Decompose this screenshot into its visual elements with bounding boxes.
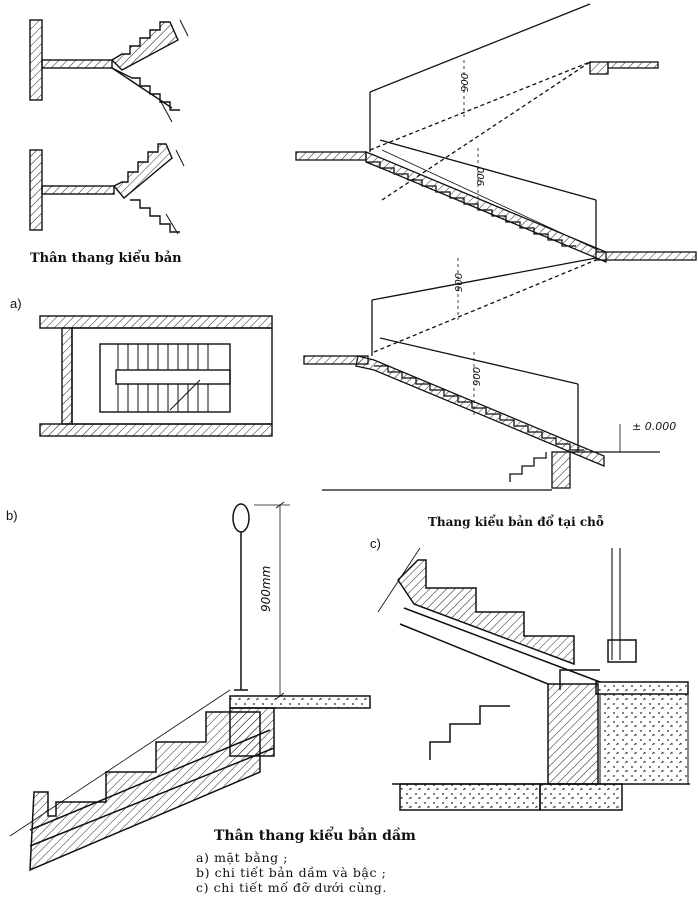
legend-item-a: a) mặt bằng ; xyxy=(196,850,289,865)
label-b: b) xyxy=(6,508,18,523)
legend-item-b: b) chi tiết bản dầm và bậc ; xyxy=(196,865,387,880)
cast-in-place-stair-elevation xyxy=(295,3,697,491)
railing-height-dim-3: 900 xyxy=(454,273,465,292)
caption-slab-stair-body: Thân thang kiểu bản xyxy=(30,250,182,266)
legend: a) mặt bằng ; b) chi tiết bản dầm và bậc… xyxy=(196,850,387,895)
railing-height-dim-1: 900 xyxy=(460,73,471,92)
railing-height-dim-4: 900 xyxy=(472,367,483,386)
slab-stair-section-bottom xyxy=(29,143,185,235)
beam-slab-detail xyxy=(9,501,371,872)
legend-item-c: c) chi tiết mố đỡ dưới cùng. xyxy=(196,880,387,895)
caption-cast-in-place-stair: Thang kiểu bản đổ tại chỗ xyxy=(428,514,604,529)
label-a: a) xyxy=(10,296,22,311)
railing-height-dim-2: 900 xyxy=(476,167,487,186)
elevation-mark: ± 0.000 xyxy=(632,420,676,433)
label-c: c) xyxy=(370,536,381,551)
caption-beam-slab-stair-body: Thân thang kiểu bản dầm xyxy=(214,826,416,844)
slab-stair-section-top xyxy=(29,19,189,123)
stair-plan xyxy=(39,315,273,437)
railing-height-mm-dim: 900mm xyxy=(259,566,273,612)
bottom-support-detail xyxy=(377,547,690,811)
